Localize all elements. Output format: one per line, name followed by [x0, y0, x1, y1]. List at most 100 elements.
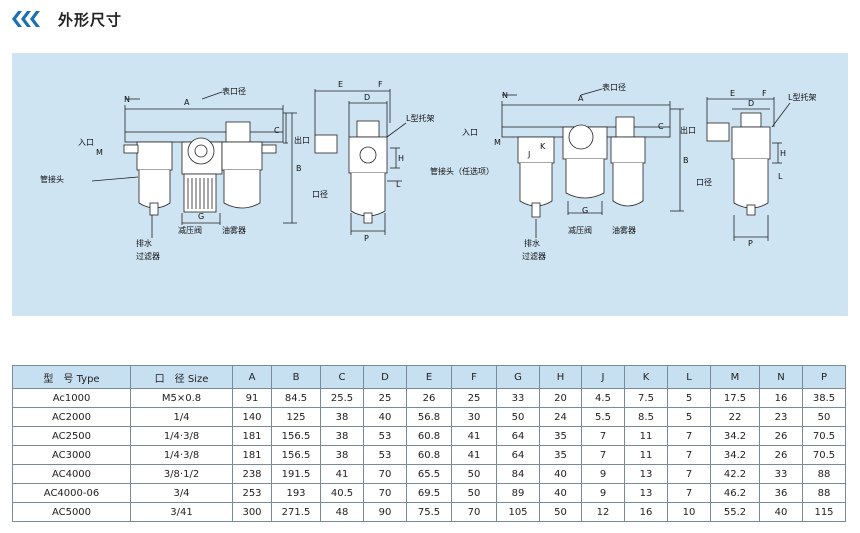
cell-n: 26: [759, 426, 803, 446]
cell-l: 7: [667, 464, 711, 484]
cell-a: 238: [232, 464, 272, 484]
cell-l: 5: [667, 407, 711, 427]
cell-type: AC4000-06: [12, 483, 131, 503]
left-side-dim-h: H: [398, 154, 404, 163]
left-side-dim-p: P: [364, 234, 369, 243]
left-side-dim-d: D: [364, 93, 370, 102]
cell-a: 140: [232, 407, 272, 427]
right-side-dim-f: F: [762, 89, 767, 98]
left-side-dim-f: F: [378, 80, 383, 89]
right-dim-j: J: [527, 150, 530, 159]
right-side-dim-d: D: [748, 99, 754, 108]
right-side-dim-e: E: [730, 89, 735, 98]
cell-p: 88: [802, 483, 846, 503]
left-label-port-size: 表口径: [222, 86, 246, 96]
cell-c: 25.5: [320, 388, 364, 408]
cell-d: 90: [363, 502, 407, 522]
cell-d: 53: [363, 426, 407, 446]
cell-n: 33: [759, 464, 803, 484]
dimension-drawing: N A 表口径 入口 M C B 管接头 G 排水 过滤器 减压阀 油雾器 E …: [40, 80, 816, 261]
cell-size: 1/4·3/8: [130, 426, 233, 446]
cell-a: 181: [232, 445, 272, 465]
cell-j: 5.5: [581, 407, 625, 427]
left-side-label-outlet: 出口: [294, 135, 310, 145]
header-k: K: [624, 365, 668, 389]
cell-h: 24: [539, 407, 582, 427]
cell-h: 50: [539, 502, 582, 522]
cell-f: 50: [451, 483, 497, 503]
right-assembly-drawing: [501, 88, 684, 238]
right-side-label-port: 口径: [696, 177, 712, 187]
right-dim-b: B: [683, 156, 689, 165]
table-header-row: 型 号 Type 口 径 Size A B C D E F G H J K L …: [12, 365, 846, 389]
header-h: H: [539, 365, 582, 389]
cell-type: AC5000: [12, 502, 131, 522]
header-a: A: [232, 365, 272, 389]
cell-f: 25: [451, 388, 497, 408]
cell-type: AC3000: [12, 445, 131, 465]
cell-b: 125: [271, 407, 321, 427]
cell-k: 13: [624, 464, 668, 484]
table-row: AC3000 1/4·3/8 181 156.5 38 53 60.8 41 6…: [12, 445, 846, 465]
cell-j: 9: [581, 483, 625, 503]
cell-j: 7: [581, 445, 625, 465]
left-label-lubricator: 油雾器: [222, 225, 246, 235]
header-d: D: [363, 365, 407, 389]
cell-e: 56.8: [406, 407, 452, 427]
right-label-regulator: 减压阀: [568, 225, 592, 235]
header-g: G: [496, 365, 540, 389]
header-j: J: [581, 365, 625, 389]
cell-h: 40: [539, 464, 582, 484]
cell-size: 1/4·3/8: [130, 445, 233, 465]
right-dim-g: G: [582, 206, 588, 215]
cell-a: 300: [232, 502, 272, 522]
cell-l: 10: [667, 502, 711, 522]
left-side-label-bracket: L型托架: [406, 113, 434, 123]
right-side-dim-p: P: [748, 239, 753, 248]
right-side-view-drawing: [706, 97, 791, 241]
cell-e: 75.5: [406, 502, 452, 522]
cell-h: 35: [539, 445, 582, 465]
triple-chevron-left-icon: [12, 11, 40, 27]
cell-n: 26: [759, 445, 803, 465]
left-side-dim-l: L: [396, 180, 401, 189]
cell-e: 65.5: [406, 464, 452, 484]
table-row: AC4000-06 3/4 253 193 40.5 70 69.5 50 89…: [12, 483, 846, 503]
header-c: C: [320, 365, 364, 389]
cell-a: 181: [232, 426, 272, 446]
right-dim-m: M: [494, 138, 501, 147]
left-dim-n: N: [124, 95, 130, 104]
left-dim-a: A: [184, 98, 190, 107]
cell-size: 3/4: [130, 483, 233, 503]
cell-n: 36: [759, 483, 803, 503]
cell-f: 41: [451, 445, 497, 465]
section-header: 外形尺寸: [8, 6, 122, 32]
right-side-dim-h: H: [780, 149, 786, 158]
section-title: 外形尺寸: [58, 10, 123, 29]
header-n: N: [759, 365, 803, 389]
dimension-table: 型 号 Type 口 径 Size A B C D E F G H J K L …: [12, 365, 846, 522]
cell-b: 191.5: [271, 464, 321, 484]
cell-m: 22: [710, 407, 760, 427]
cell-c: 41: [320, 464, 364, 484]
cell-f: 41: [451, 426, 497, 446]
cell-j: 7: [581, 426, 625, 446]
left-dim-m: M: [96, 148, 103, 157]
cell-d: 40: [363, 407, 407, 427]
header-f: F: [451, 365, 497, 389]
right-dim-n: N: [502, 91, 508, 100]
cell-n: 40: [759, 502, 803, 522]
cell-j: 4.5: [581, 388, 625, 408]
cell-e: 60.8: [406, 445, 452, 465]
cell-m: 42.2: [710, 464, 760, 484]
cell-size: 3/41: [130, 502, 233, 522]
cell-g: 84: [496, 464, 540, 484]
cell-l: 7: [667, 445, 711, 465]
cell-c: 38: [320, 445, 364, 465]
left-assembly-drawing: [91, 91, 297, 238]
cell-g: 50: [496, 407, 540, 427]
left-label-filter: 过滤器: [136, 251, 160, 261]
cell-f: 70: [451, 502, 497, 522]
header-p: P: [802, 365, 846, 389]
header-size: 口 径 Size: [130, 365, 233, 389]
